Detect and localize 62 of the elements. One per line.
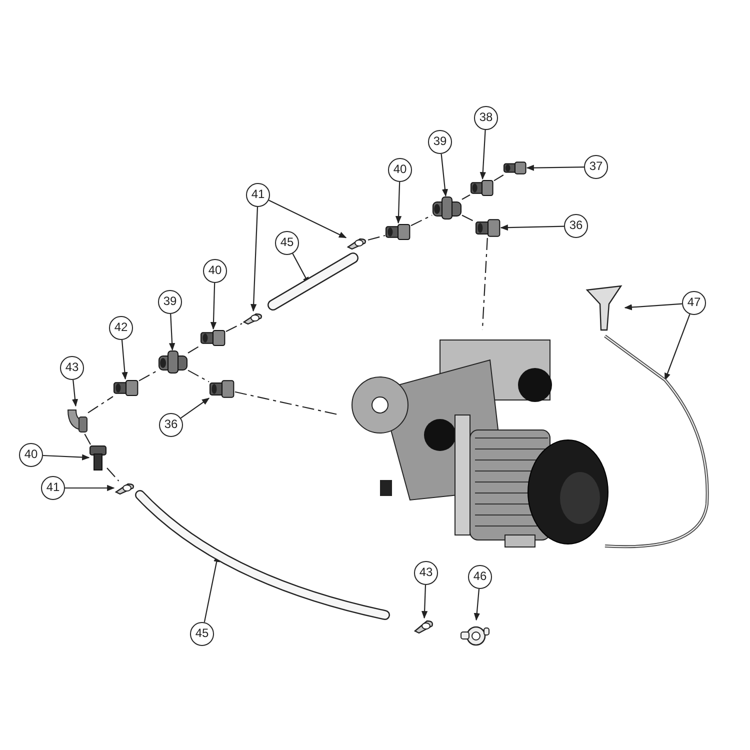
- leader-line: [121, 340, 128, 380]
- fitting-drawing: [475, 218, 501, 238]
- leader-line: [250, 206, 258, 312]
- tee-fitting-drawing: [432, 196, 462, 220]
- assembly-line: [226, 323, 242, 332]
- tee-fitting-drawing: [158, 350, 188, 374]
- callout-number: 39: [158, 290, 182, 314]
- leader-line: [500, 224, 564, 231]
- callout-number: 45: [275, 231, 299, 255]
- callout-number: 36: [564, 214, 588, 238]
- callout-number: 40: [203, 259, 227, 283]
- assembly-line: [138, 370, 158, 382]
- leader-line: [474, 588, 480, 621]
- callout-number: 47: [682, 291, 706, 315]
- assembly-line: [462, 194, 470, 200]
- leader-line: [72, 380, 78, 407]
- leader-line: [624, 303, 682, 310]
- assembly-line: [368, 234, 386, 241]
- leader-line: [480, 130, 486, 180]
- assembly-line: [462, 214, 476, 222]
- assembly-line: [84, 434, 92, 446]
- callout-number: 36: [159, 413, 183, 437]
- callout-number: 40: [388, 158, 412, 182]
- leader-line: [268, 200, 347, 238]
- fitting-drawing: [113, 379, 139, 397]
- leader-line: [210, 282, 217, 330]
- leader-line: [42, 454, 90, 460]
- callout-number: 46: [468, 565, 492, 589]
- leader-line: [440, 154, 448, 197]
- callout-number: 41: [41, 476, 65, 500]
- callout-number: 41: [246, 183, 270, 207]
- leader-line: [65, 484, 115, 492]
- leader-line: [526, 164, 584, 171]
- leader-line: [421, 584, 428, 619]
- leader-line: [395, 182, 402, 224]
- assembly-line: [188, 370, 210, 382]
- callout-number: 38: [474, 106, 498, 130]
- hose-clamp-drawing: [114, 481, 136, 495]
- callout-number: 42: [109, 316, 133, 340]
- fitting-drawing: [209, 379, 235, 399]
- leader-line: [664, 314, 690, 381]
- fitting-drawing: [470, 179, 494, 197]
- assembly-line: [494, 174, 504, 182]
- assembly-line: [106, 468, 120, 482]
- callout-number: 40: [19, 443, 43, 467]
- assembly-line: [88, 396, 114, 414]
- leader-line: [168, 314, 176, 351]
- callout-number: 45: [190, 622, 214, 646]
- fitting-drawing: [385, 223, 411, 241]
- leader-line: [180, 398, 210, 419]
- fitting-drawing: [503, 161, 527, 175]
- fitting-drawing: [200, 329, 226, 347]
- callout-number: 39: [428, 130, 452, 154]
- callout-number: 37: [584, 155, 608, 179]
- callout-number: 43: [60, 356, 84, 380]
- bolt-drawing: [89, 445, 107, 471]
- hose-clamp-drawing: [413, 618, 435, 634]
- callout-number: 43: [414, 561, 438, 585]
- hose-clamp-drawing: [346, 236, 368, 250]
- assembly-line: [410, 214, 432, 226]
- assembly-line: [188, 345, 200, 354]
- hose-clamp-drawing: [242, 311, 264, 325]
